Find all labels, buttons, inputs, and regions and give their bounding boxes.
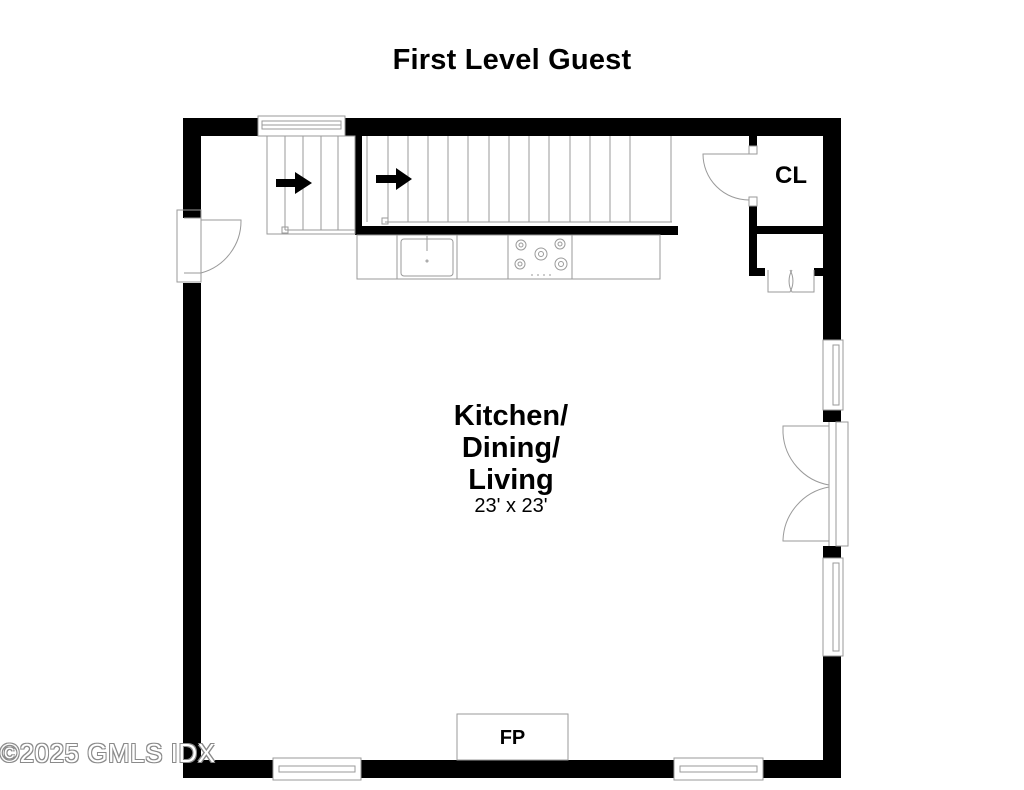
copyright-watermark: ©2025 GMLS IDX <box>0 738 216 768</box>
kitchen-counter <box>356 234 661 280</box>
room-label-closet: CL <box>775 162 807 189</box>
bottom-window-right <box>673 757 764 781</box>
room-name-line: Dining/ <box>461 432 561 464</box>
room-dimensions: 23' x 23' <box>474 495 548 517</box>
arrow-right-icon <box>276 168 412 194</box>
closet-door <box>702 145 758 207</box>
left-entry-door <box>176 209 242 283</box>
pantry-double-door <box>767 269 815 293</box>
bottom-window-left <box>272 757 362 781</box>
stair-long <box>366 136 672 225</box>
room-name-line: Living <box>468 464 554 496</box>
room-label-kitchen-dining-living: Kitchen/ Dining/ Living 23' x 23' <box>411 400 611 516</box>
right-french-door <box>782 421 849 547</box>
room-label-fireplace: FP <box>499 727 526 749</box>
right-window-lower <box>822 557 844 657</box>
top-window <box>257 115 346 137</box>
interior-walls <box>355 136 823 276</box>
floorplan-title: First Level Guest <box>392 44 632 76</box>
right-window-upper <box>822 339 844 411</box>
exterior-walls <box>183 118 841 778</box>
fireplace <box>456 713 569 761</box>
room-name-line: Kitchen/ <box>453 400 569 432</box>
